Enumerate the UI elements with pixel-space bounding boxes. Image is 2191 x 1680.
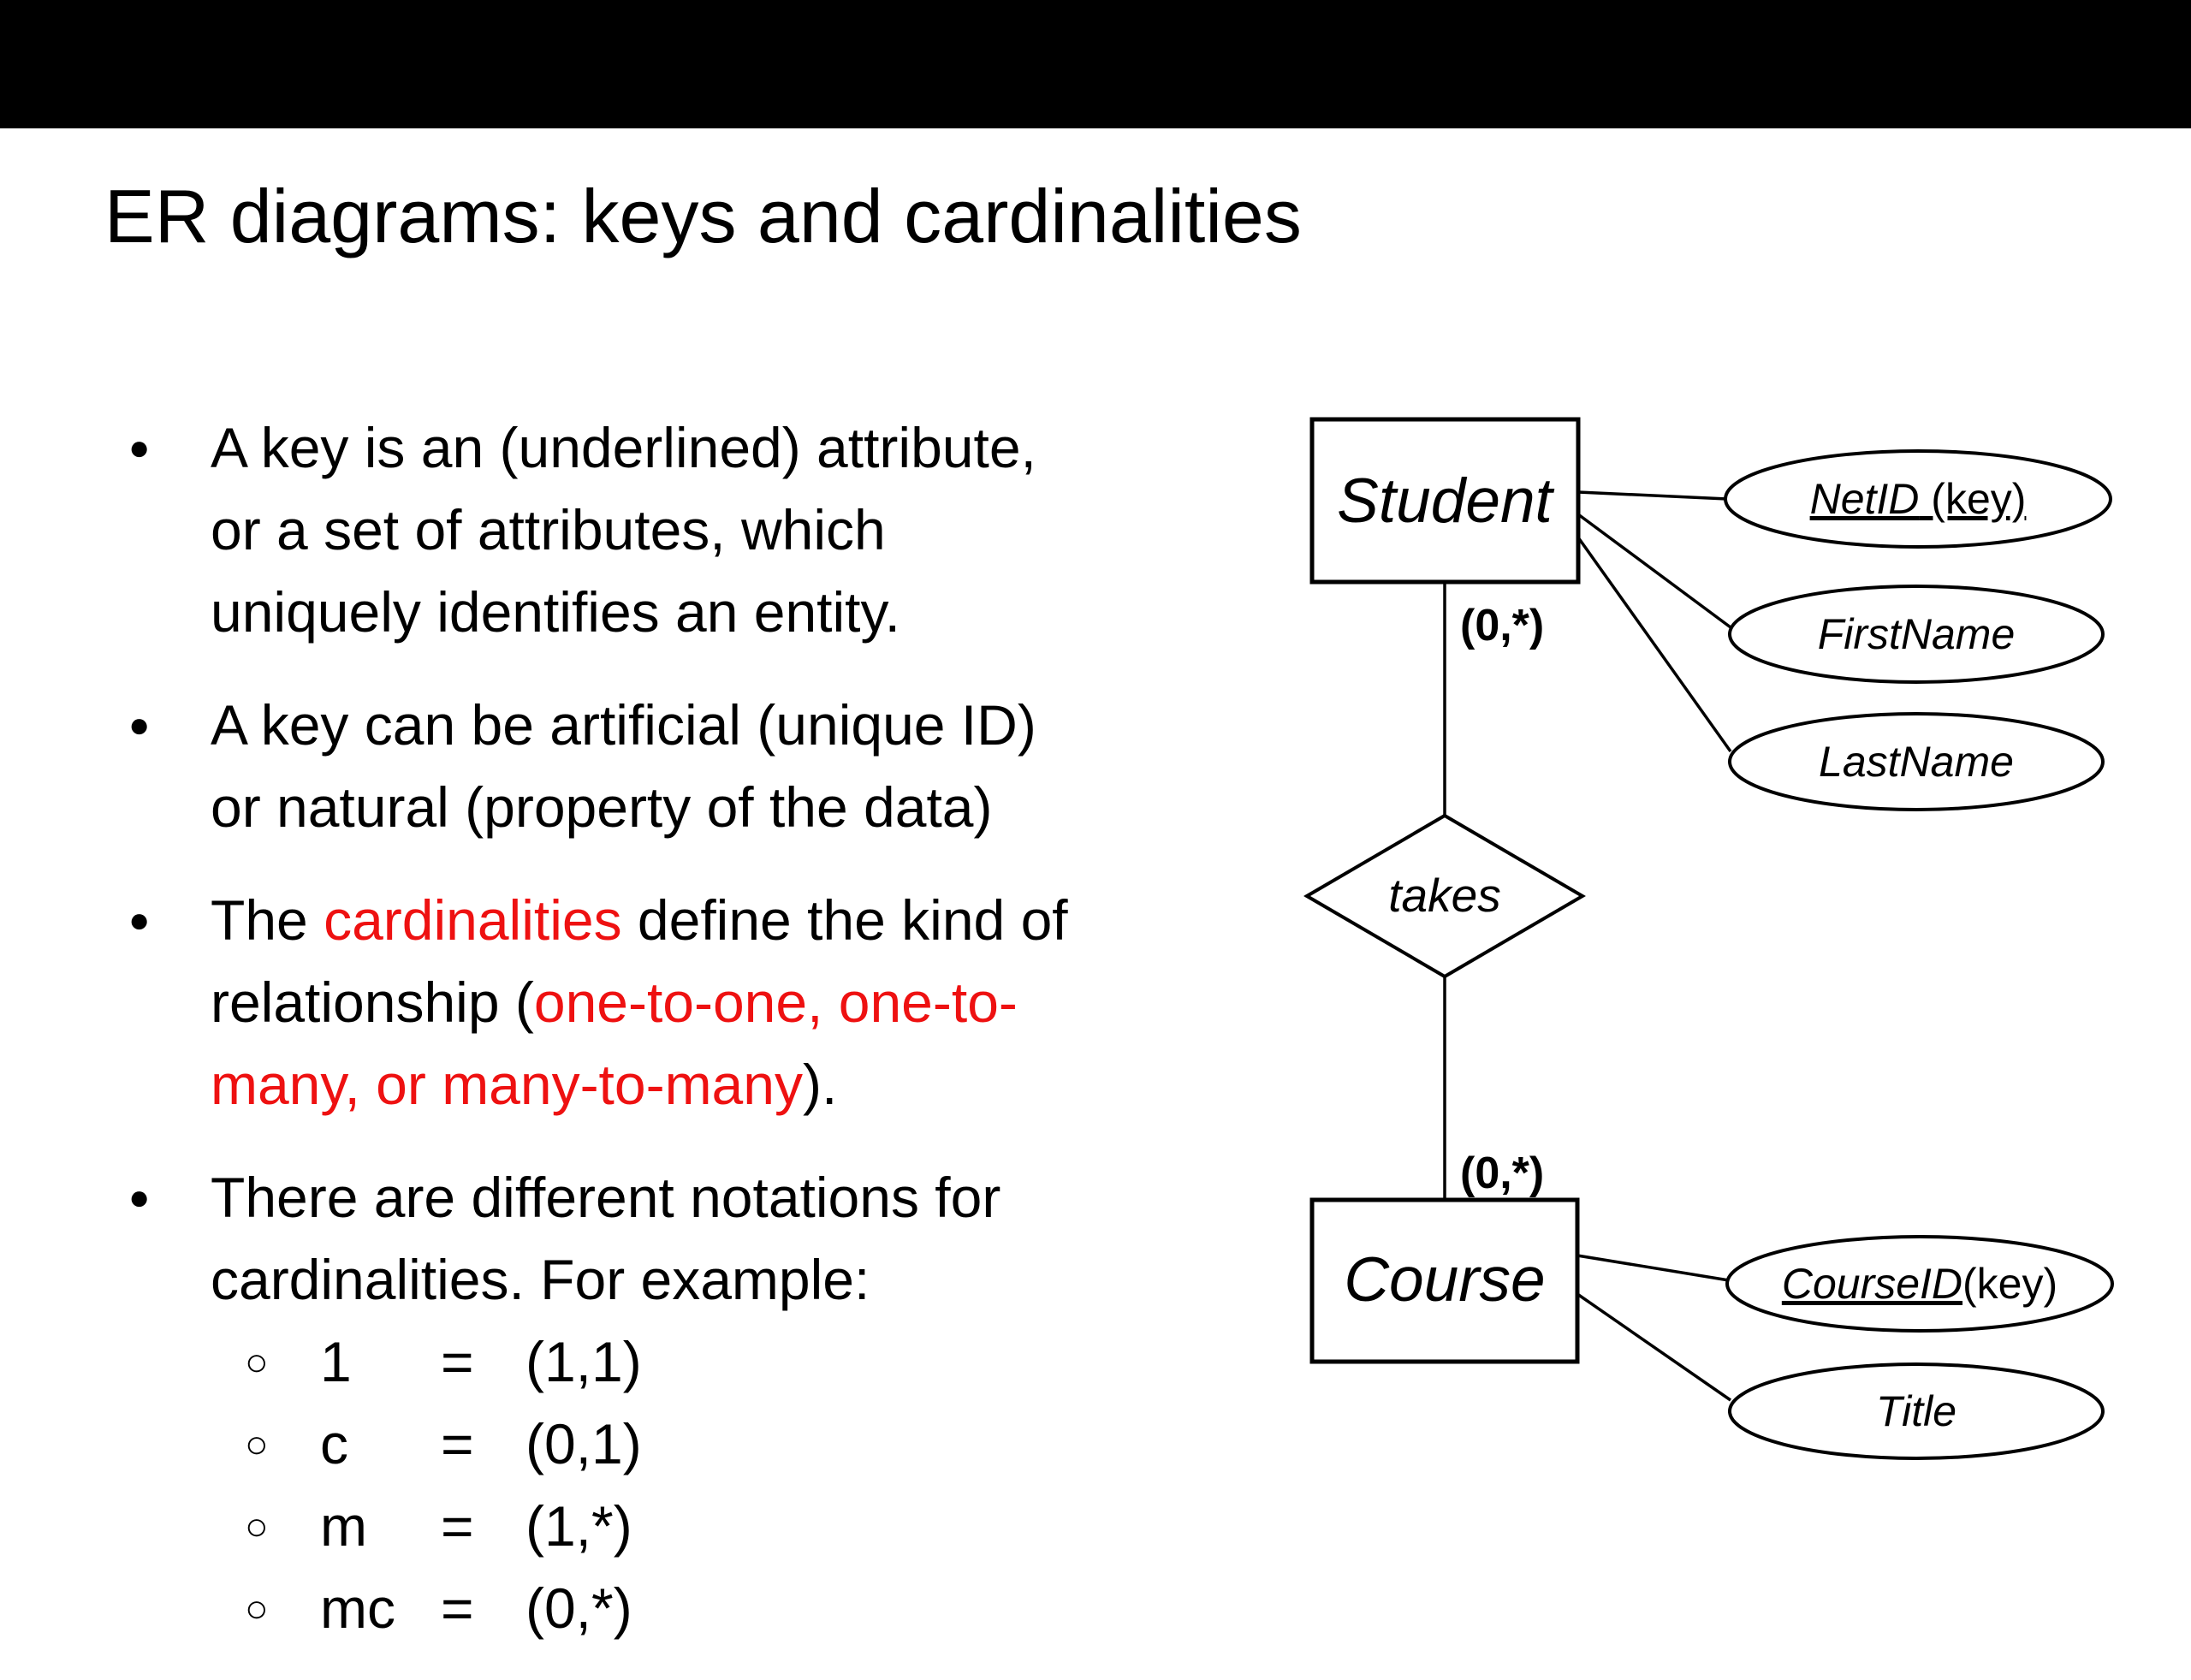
attribute-netid-key-suffix: (key) [1919,475,2026,523]
bullet-item-key-types: ● A key can be artificial (unique ID) or… [128,684,1068,848]
notation-row: ○ 1 = (1,1) [245,1321,1000,1403]
bullet-item-key-definition: ● A key is an (underlined) attribute, or… [128,407,1068,653]
bullet-line: The cardinalities define the kind of [211,879,1068,961]
entity-student-box [1309,417,1581,585]
circle-bullet-icon: ○ [245,1504,269,1548]
cardinality-bottom-label: (0,*) [1460,1149,1544,1198]
notation-symbol: 1 [320,1330,352,1393]
entity-course-label: Course [1344,1245,1545,1315]
connector-student-netid [1577,490,1728,501]
bullet-text: A key is an (underlined) attribute, or a… [211,407,1036,653]
text-segment-red: cardinalities [324,888,622,952]
attribute-firstname-ellipse [1728,585,2105,684]
bullet-line: many, or many-to-many). [211,1043,1068,1125]
bullet-dot-icon: ● [128,1177,151,1217]
attribute-courseid-label: CourseID(key) [1782,1260,2057,1308]
bullet-line: cardinalities. For example: [211,1248,870,1311]
bullet-text: A key can be artificial (unique ID) or n… [211,684,1036,848]
text-segment: relationship ( [211,971,534,1034]
text-segment: The [211,888,324,952]
attribute-courseid-key-suffix: (key) [1962,1260,2057,1308]
text-segment-red: many, or many-to-many [211,1053,803,1116]
relationship-takes-diamond [1303,813,1586,979]
letterbox-top-bar [0,0,2191,128]
er-diagram: Student Course takes (0,*) (0,*) NetID (… [1303,417,2114,1460]
bullet-dot-icon: ● [128,704,151,745]
connector-student-firstname [1576,513,1732,629]
relationship-takes-label: takes [1388,869,1500,922]
notation-symbol: c [320,1412,348,1475]
bullet-line: A key is an (underlined) attribute, [211,416,1036,479]
notation-symbol: m [320,1494,367,1558]
bullet-line: A key can be artificial (unique ID) [211,693,1036,757]
cardinality-top-label: (0,*) [1460,601,1544,650]
bullet-line: There are different notations for [211,1166,1001,1229]
attribute-courseid-ellipse [1725,1235,2114,1333]
circle-bullet-icon: ○ [245,1586,269,1630]
bullet-text: The cardinalities define the kind of rel… [211,879,1068,1125]
bullet-line: uniquely identifies an entity. [211,580,900,644]
attribute-lastname-ellipse [1728,712,2105,811]
attribute-lastname-label: LastName [1819,738,2014,786]
circle-bullet-icon: ○ [245,1422,269,1466]
text-segment: define the kind of [621,888,1068,952]
notation-equals: = [441,1576,474,1640]
bullet-text: There are different notations for cardin… [211,1156,1000,1649]
notation-row: ○ m = (1,*) [245,1485,1000,1567]
bullet-item-cardinalities: ● The cardinalities define the kind of r… [128,879,1068,1125]
text-segment-red: one-to-one, one-to- [533,971,1018,1034]
attribute-firstname-label: FirstName [1818,610,2016,658]
bullet-list: ● A key is an (underlined) attribute, or… [128,407,1068,1680]
notation-row: ○ mc = (0,*) [245,1567,1000,1649]
connector-student-lastname [1576,536,1732,753]
notation-value: (0,1) [525,1412,642,1475]
attribute-netid-name: NetID [1810,475,1920,523]
connector-course-courseid [1576,1254,1730,1282]
notation-value: (1,1) [525,1330,642,1393]
attribute-netid-ellipse [1724,449,2112,549]
entity-student-label: Student [1337,466,1554,536]
bullet-line: relationship (one-to-one, one-to- [211,961,1068,1043]
bullet-dot-icon: ● [128,427,151,467]
notation-row: ○ c = (0,1) [245,1403,1000,1485]
entity-course-box [1309,1197,1580,1364]
attribute-courseid-name: CourseID [1782,1260,1962,1308]
attribute-title-label: Title [1876,1387,1956,1435]
notation-symbol: mc [320,1576,395,1640]
circle-bullet-icon: ○ [245,1339,269,1384]
bullet-item-notations: ● There are different notations for card… [128,1156,1068,1649]
notation-equals: = [441,1412,474,1475]
notation-list: ○ 1 = (1,1) ○ c = (0,1) ○ m = (1,*) [211,1321,1000,1649]
attribute-title-ellipse [1728,1362,2105,1460]
notation-equals: = [441,1330,474,1393]
notation-equals: = [441,1494,474,1558]
slide-title: ER diagrams: keys and cardinalities [104,174,1302,258]
bullet-dot-icon: ● [128,899,151,940]
connector-course-title [1576,1292,1731,1402]
attribute-netid-label: NetID (key) [1810,475,2027,523]
text-segment: ). [802,1053,838,1116]
bullet-line: or natural (property of the data) [211,775,993,839]
notation-value: (0,*) [525,1576,632,1640]
bullet-line: or a set of attributes, which [211,498,886,561]
notation-value: (1,*) [525,1494,632,1558]
